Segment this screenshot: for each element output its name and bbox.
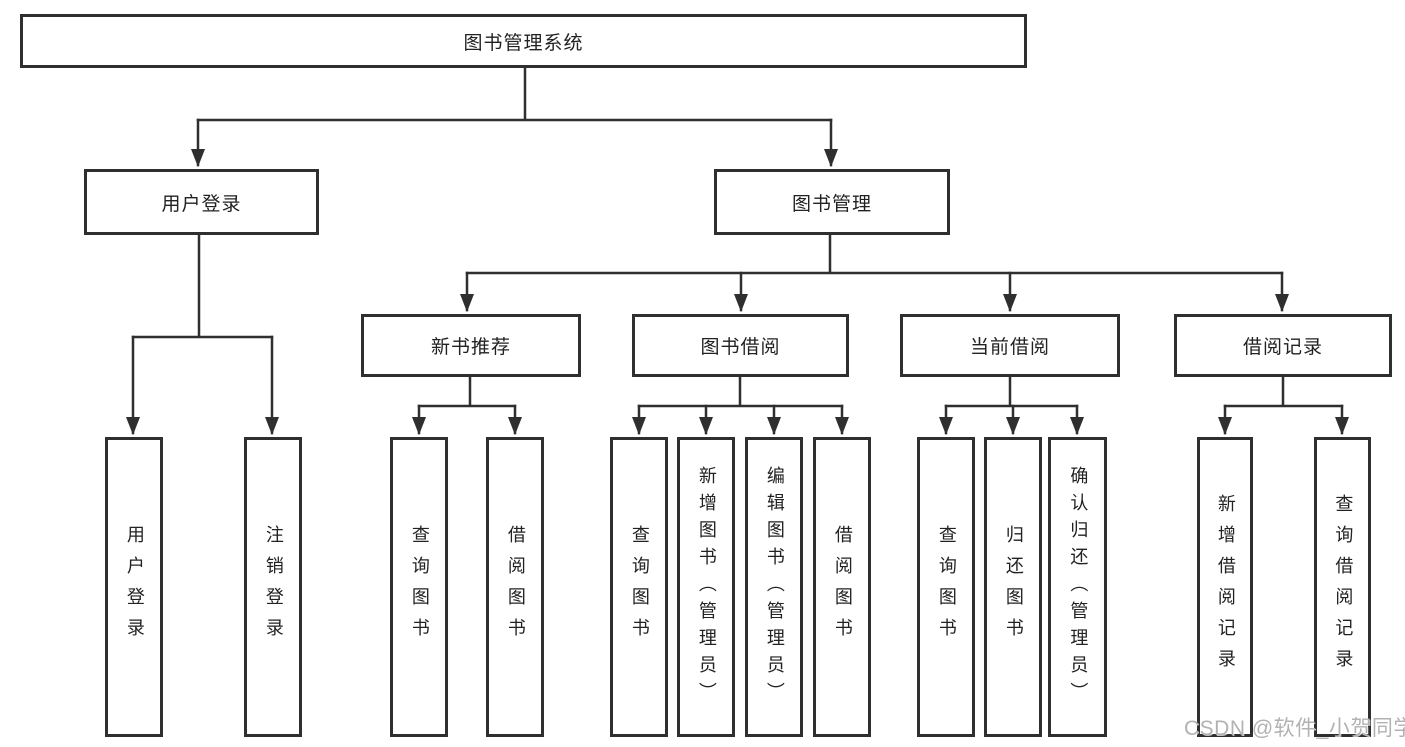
leaf-rec-borrow-books-label: 借阅图书 [505,525,526,649]
leaf-logout: 注销登录 [244,437,302,737]
leaf-br-add-record-label: 新增借阅记录 [1215,494,1236,680]
connector-root-trunk [196,66,833,122]
leaf-cur-query-books: 查询图书 [917,437,975,737]
connector-userlogin-trunk [131,233,274,339]
leaf-bb-query-books: 查询图书 [610,437,668,737]
node-user-login-label: 用户登录 [161,193,242,215]
connector-currentborrow-trunk [944,375,1079,408]
leaf-bb-borrow-books: 借阅图书 [813,437,871,737]
leaf-bb-edit-books-label: 编辑图书（管理员） [764,465,785,709]
node-book-borrow: 图书借阅 [632,314,849,377]
leaf-cur-confirm-return: 确认归还（管理员） [1048,437,1107,737]
leaf-cur-return-books-label: 归还图书 [1003,525,1024,649]
leaf-bb-query-books-label: 查询图书 [629,525,650,649]
node-book-mgmt: 图书管理 [714,169,950,235]
node-book-mgmt-label: 图书管理 [791,193,872,215]
node-borrow-records-label: 借阅记录 [1242,337,1323,358]
connector-bookborrow-trunk [637,375,844,408]
node-new-book-rec: 新书推荐 [361,314,581,377]
node-user-login: 用户登录 [84,169,319,235]
csdn-watermark: CSDN @软件_小贺同学 [1184,717,1405,740]
leaf-br-query-record-label: 查询借阅记录 [1333,494,1354,680]
leaf-rec-query-books: 查询图书 [390,437,448,737]
leaf-cur-return-books: 归还图书 [984,437,1042,737]
leaf-bb-edit-books: 编辑图书（管理员） [745,437,803,737]
leaf-logout-label: 注销登录 [263,525,284,649]
leaf-user-login: 用户登录 [105,437,163,737]
node-book-borrow-label: 图书借阅 [700,337,781,358]
connector-borrowrecords-trunk [1223,375,1344,408]
leaf-br-query-record: 查询借阅记录 [1314,437,1371,737]
leaf-rec-query-books-label: 查询图书 [409,525,430,649]
node-current-borrow-label: 当前借阅 [969,337,1050,358]
connector-bookmgmt-trunk [465,233,1284,275]
leaf-user-login-label: 用户登录 [124,525,145,649]
node-root-label: 图书管理系统 [463,32,584,54]
leaf-bb-add-books-label: 新增图书（管理员） [696,465,717,709]
leaf-cur-query-books-label: 查询图书 [936,525,957,649]
node-root-library-system: 图书管理系统 [20,14,1027,68]
connector-newbookrec-trunk [417,375,517,408]
leaf-br-add-record: 新增借阅记录 [1197,437,1253,737]
node-new-book-rec-label: 新书推荐 [430,337,511,358]
leaf-rec-borrow-books: 借阅图书 [486,437,544,737]
node-borrow-records: 借阅记录 [1174,314,1392,377]
node-current-borrow: 当前借阅 [900,314,1120,377]
leaf-bb-borrow-books-label: 借阅图书 [832,525,853,649]
leaf-bb-add-books: 新增图书（管理员） [677,437,735,737]
leaf-cur-confirm-return-label: 确认归还（管理员） [1068,465,1089,709]
